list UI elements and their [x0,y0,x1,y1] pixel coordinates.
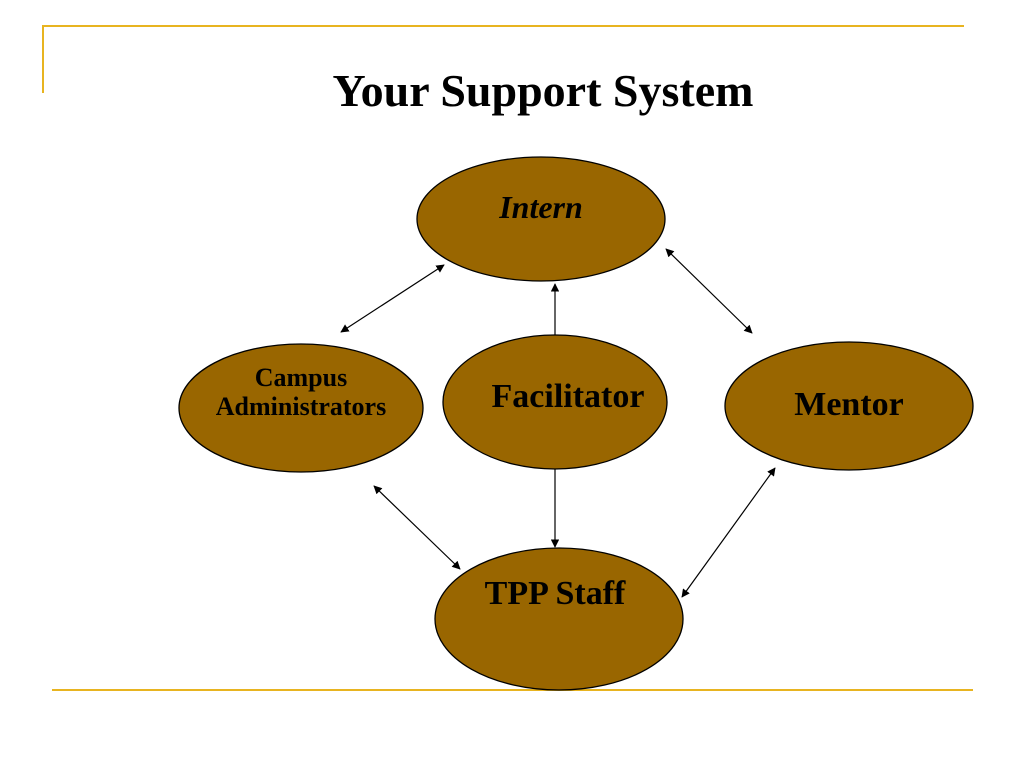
campus-tpp-connector [373,485,461,570]
intern-mentor-connector [665,248,753,334]
mentor-label: Mentor [794,386,904,423]
campus-administrators-label: Campus Administrators [181,363,421,421]
intern-label: Intern [499,189,583,225]
intern-node [416,156,666,282]
tpp-staff-node [434,547,684,691]
mentor-node [724,341,974,471]
frame-bottom-rule [52,689,973,691]
tpp-staff-label: TPP Staff [484,575,626,612]
facilitator-label: Facilitator [491,378,645,415]
frame-left-rule [42,25,44,93]
frame-top-rule [42,25,964,27]
campus-label-line2: Administrators [215,391,387,421]
intern-campus-connector [340,264,445,333]
slide-title: Your Support System [332,65,754,116]
campus-administrators-node [178,343,424,473]
mentor-tpp-connector [681,467,776,598]
campus-label-line1: Campus [254,363,348,392]
